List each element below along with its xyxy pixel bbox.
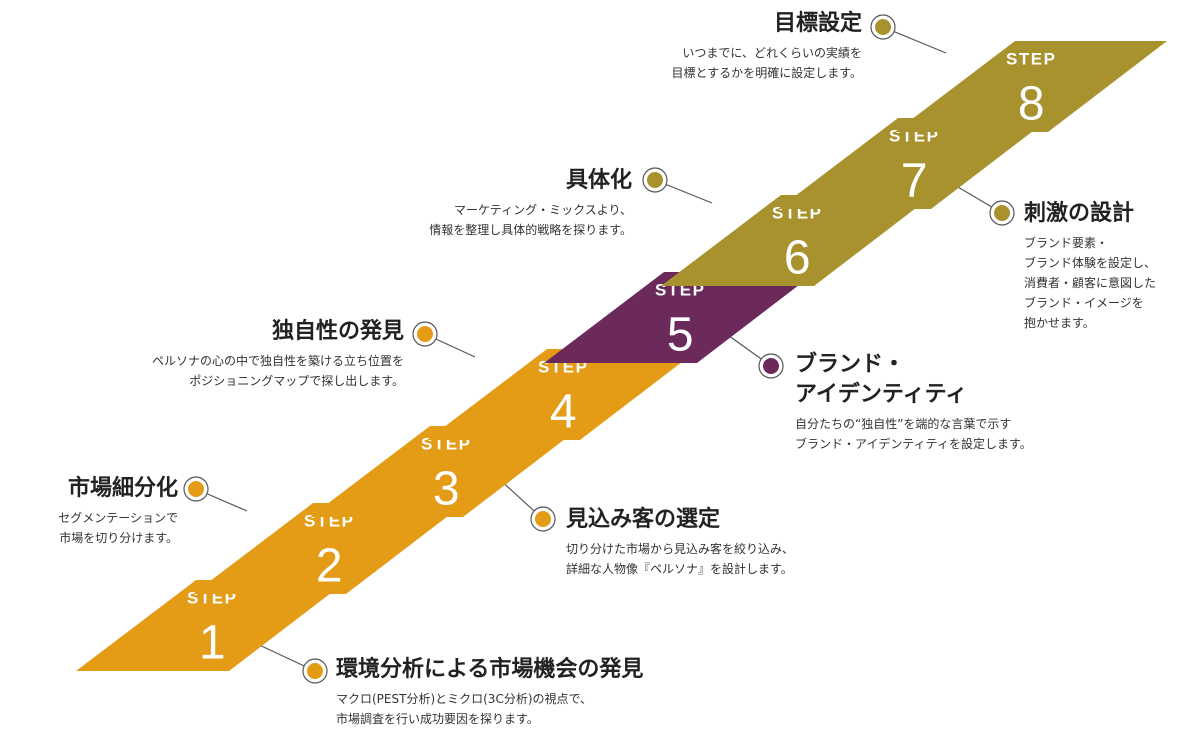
marker-dot [763,358,779,374]
step-5-desc-line: ブランド・アイデンティティを設定します。 [795,437,1032,451]
step-4-desc-line: ポジショニングマップで探し出します。 [189,374,404,388]
step-1-desc-line: マクロ(PEST分析)とミクロ(3C分析)の視点で、 [336,692,593,706]
step-3-desc: 切り分けた市場から見込み客を絞り込み、 詳細な人物像『ペルソナ』を設計します。 [566,539,794,579]
step-4-title: 独自性の発見 [271,319,404,344]
step-8-desc-line: いつまでに、どれくらいの実績を [682,46,862,60]
step-7-number: 7 [901,155,928,208]
marker-step-2 [183,476,209,502]
step-1-number: 1 [199,617,226,670]
step-2-desc-line: セグメンテーションで [58,511,178,525]
step-3-tread [310,426,582,517]
label-step-3: 見込み客の選定 切り分けた市場から見込み客を絞り込み、 詳細な人物像『ペルソナ』… [566,505,794,579]
step-6-desc-line: 情報を整理し具体的戦略を探ります。 [429,223,632,237]
step-7-desc-line: 消費者・顧客に意図した [1024,276,1157,290]
step-4-number: 4 [550,386,577,439]
marker-step-1 [302,658,328,684]
marker-step-7 [989,200,1015,226]
marker-step-4 [412,321,438,347]
step-5-title-line: アイデンティティ [795,382,968,407]
step-8-tread [895,41,1167,132]
label-step-6: 具体化 マーケティング・ミックスより、 情報を整理し具体的戦略を探ります。 [380,166,632,240]
step-1-desc: マクロ(PEST分析)とミクロ(3C分析)の視点で、 市場調査を行い成功要因を探… [336,689,643,729]
step-8-title: 目標設定 [773,11,862,36]
step-5-number: 5 [667,309,694,362]
marker-step-8 [870,14,896,40]
marker-step-6 [642,167,668,193]
step-2-title: 市場細分化 [67,476,178,501]
marker-dot [307,663,323,679]
step-4-desc-line: ペルソナの心の中で独自性を築ける立ち位置を [151,354,404,368]
step-8-number: 8 [1018,78,1045,131]
step-7-tread [778,118,1050,209]
step-6-desc-line: マーケティング・ミックスより、 [454,203,632,217]
label-step-4: 独自性の発見 ペルソナの心の中で独自性を築ける立ち位置を ポジショニングマップで… [80,317,404,391]
marker-step-3 [530,506,556,532]
step-3-desc-line: 詳細な人物像『ペルソナ』を設計します。 [566,562,793,576]
step-2-tread [193,503,465,594]
step-7-desc-line: 抱かせます。 [1024,316,1095,330]
step-4-desc: ペルソナの心の中で独自性を築ける立ち位置を ポジショニングマップで探し出します。 [80,351,404,391]
step-7-title: 刺激の設計 [1024,201,1135,226]
step-5-desc-line: 自分たちの“独自性”を端的な言葉で示す [795,417,1012,431]
step-6-tread [661,195,933,286]
step-1-tread [76,580,348,671]
marker-step-5 [758,353,784,379]
step-2-desc-line: 市場を切り分けます。 [59,531,178,545]
step-1-title: 環境分析による市場機会の発見 [336,657,644,682]
step-8-desc-line: 目標とするかを明確に設定します。 [671,66,862,80]
step-8: STEP 8 [895,41,1167,132]
step-3-title: 見込み客の選定 [566,507,721,532]
step-8-desc: いつまでに、どれくらいの実績を 目標とするかを明確に設定します。 [600,43,862,83]
step-3-desc-line: 切り分けた市場から見込み客を絞り込み、 [566,542,795,556]
step-5-title: ブランド・ アイデンティティ [795,350,1032,410]
marker-dot [647,172,663,188]
step-4-tread [427,349,699,440]
marker-dot [535,511,551,527]
label-step-2: 市場細分化 セグメンテーションで 市場を切り分けます。 [20,474,178,548]
step-5-title-line: ブランド・ [795,352,906,377]
step-8-label: STEP [1006,50,1056,69]
step-3-number: 3 [433,463,460,516]
step-7-desc: ブランド要素・ ブランド体験を設定し、 消費者・顧客に意図した ブランド・イメー… [1024,233,1156,333]
step-1-desc-line: 市場調査を行い成功要因を探ります。 [336,712,539,726]
label-step-8: 目標設定 いつまでに、どれくらいの実績を 目標とするかを明確に設定します。 [600,9,862,83]
marker-dot [875,19,891,35]
step-5-desc: 自分たちの“独自性”を端的な言葉で示す ブランド・アイデンティティを設定します。 [795,414,1032,454]
step-6-title: 具体化 [565,168,632,193]
marker-dot [994,205,1010,221]
step-2-desc: セグメンテーションで 市場を切り分けます。 [20,508,178,548]
label-step-5: ブランド・ アイデンティティ 自分たちの“独自性”を端的な言葉で示す ブランド・… [795,350,1032,454]
step-7-desc-line: ブランド体験を設定し、 [1024,256,1157,270]
markers-group [183,14,1015,684]
step-7-desc-line: ブランド・イメージを [1024,296,1144,310]
step-7-desc-line: ブランド要素・ [1024,236,1109,250]
step-2-number: 2 [316,540,343,593]
step-5-tread [544,272,816,363]
step-6-desc: マーケティング・ミックスより、 情報を整理し具体的戦略を探ります。 [380,200,632,240]
label-step-7: 刺激の設計 ブランド要素・ ブランド体験を設定し、 消費者・顧客に意図した ブラ… [1024,199,1156,333]
marker-dot [188,481,204,497]
step-6-number: 6 [784,232,811,285]
marker-dot [417,326,433,342]
label-step-1: 環境分析による市場機会の発見 マクロ(PEST分析)とミクロ(3C分析)の視点で… [336,655,643,729]
